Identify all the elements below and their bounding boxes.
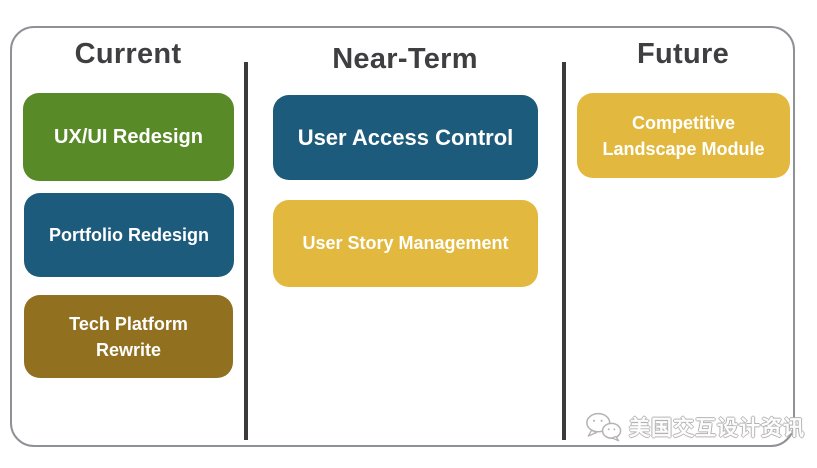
card-tech-platform-rewrite: Tech Platform Rewrite <box>24 295 233 378</box>
card-competitive-landscape-module: Competitive Landscape Module <box>577 93 790 178</box>
watermark-text: 美国交互设计资讯 <box>629 416 805 440</box>
column-divider-current-nearterm <box>244 62 248 440</box>
column-divider-nearterm-future <box>562 62 566 440</box>
column-header-future: Future <box>636 38 729 70</box>
column-header-near-term: Near-Term <box>332 43 478 75</box>
wechat-icon <box>586 412 622 442</box>
card-user-access-control: User Access Control <box>273 95 538 180</box>
card-ux-ui-redesign: UX/UI Redesign <box>23 93 234 181</box>
roadmap-frame-border <box>10 26 795 447</box>
card-user-story-management: User Story Management <box>273 200 538 287</box>
column-header-current: Current <box>74 38 182 70</box>
card-portfolio-redesign: Portfolio Redesign <box>24 193 234 277</box>
watermark: 美国交互设计资讯 <box>584 411 805 442</box>
